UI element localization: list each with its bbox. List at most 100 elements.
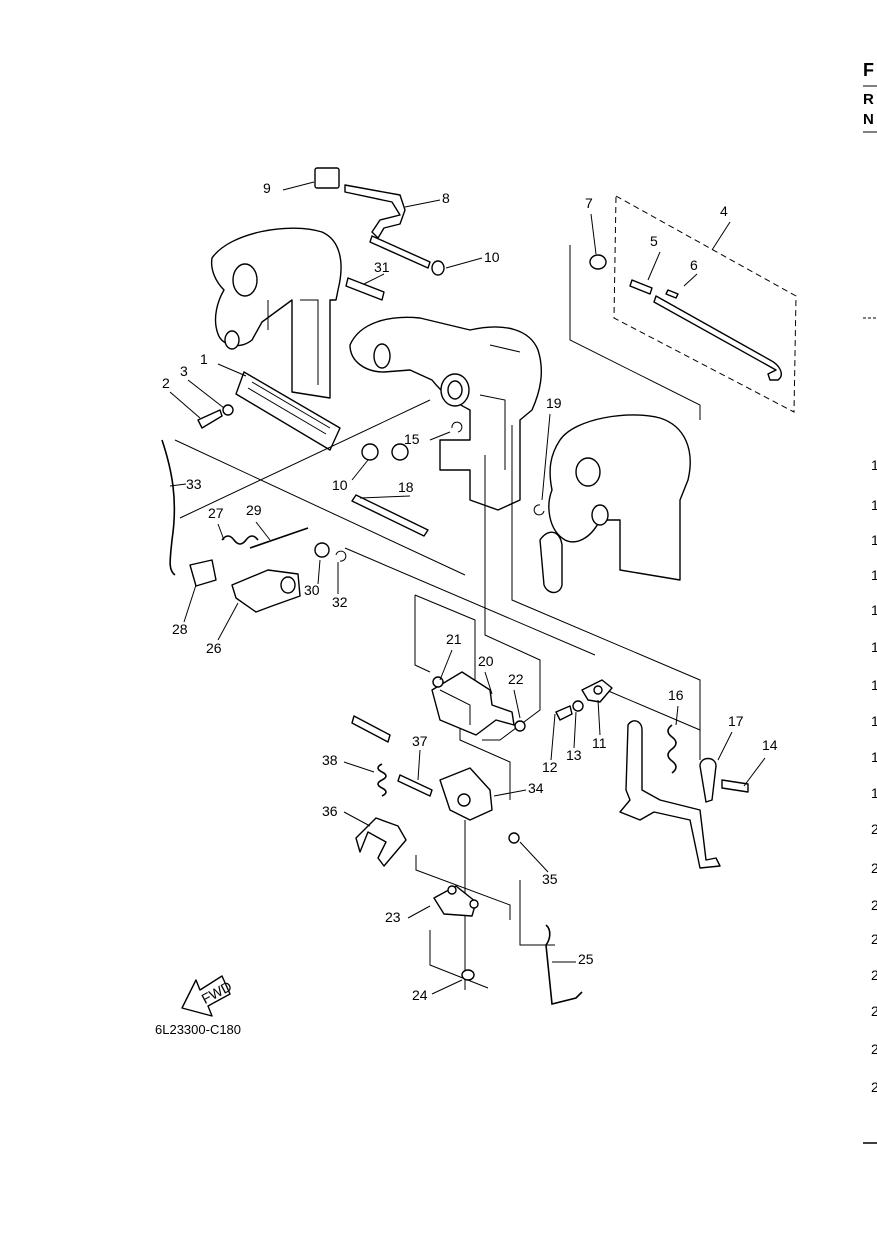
callout-leader-line (513, 689, 521, 719)
callout-label: 9 (263, 180, 271, 196)
callout-leader-line (445, 257, 483, 269)
callout-label: 10 (332, 477, 348, 493)
edge-digit: 1 (871, 749, 877, 765)
callout-label: 7 (585, 195, 593, 211)
assembly-34-36-38 (351, 715, 520, 867)
left-clamp-bracket (210, 227, 342, 399)
callout-leader-line (169, 391, 201, 419)
callout-label: 37 (412, 733, 428, 749)
callout-label: 12 (542, 759, 558, 775)
callout-label: 17 (728, 713, 744, 729)
callout-leader-line (541, 413, 551, 501)
callout-leader-line (351, 459, 369, 481)
edge-digit: 2 (871, 1079, 877, 1095)
callout-leader-line (573, 711, 577, 749)
callout-label: 16 (668, 687, 684, 703)
link-11 (555, 679, 613, 721)
callout-label: 10 (484, 249, 500, 265)
callout-leader-line (317, 559, 321, 585)
callout-label: 2 (162, 375, 170, 391)
friction-plate (235, 371, 341, 451)
edge-header-f: F (863, 60, 874, 80)
callout-leader-line (217, 523, 225, 541)
callout-leader-line (717, 731, 733, 761)
callout-label: 14 (762, 737, 778, 753)
callout-leader-line (343, 761, 375, 773)
callout-leader-line (493, 789, 527, 797)
callout-leader-line (169, 483, 187, 487)
callout-leader-line (484, 671, 493, 695)
edge-header-r: R (863, 91, 874, 108)
edge-digit: 1 (871, 677, 877, 693)
callout-leader-line (429, 431, 451, 441)
swivel-bracket (349, 316, 542, 511)
edge-digit: 2 (871, 860, 877, 876)
edge-digit: 1 (871, 713, 877, 729)
callout-leader-line (183, 584, 197, 623)
callout-leader-line (647, 251, 661, 281)
callout-leader-line (597, 699, 601, 736)
callout-leader-line (343, 811, 371, 827)
pin-18 (351, 494, 429, 537)
callout-label: 31 (374, 259, 390, 275)
callout-label: 3 (180, 363, 188, 379)
clip-19 (533, 504, 545, 516)
callout-leader-line (711, 221, 731, 251)
spring-33 (161, 439, 176, 576)
callout-leaders (169, 181, 766, 995)
callout-labels: 1234567891010111213141516171819202122232… (162, 180, 778, 1003)
callout-label: 4 (720, 203, 728, 219)
callout-label: 1 (200, 351, 208, 367)
clip-15 (451, 421, 463, 433)
callout-leader-line (404, 199, 441, 208)
edge-digit: 2 (871, 897, 877, 913)
lever-assembly-26 (189, 527, 347, 613)
callout-leader-line (675, 705, 679, 726)
edge-header-n: N (863, 111, 874, 128)
edge-digit: 2 (871, 1041, 877, 1057)
callout-label: 21 (446, 631, 462, 647)
callout-label: 24 (412, 987, 428, 1003)
callout-leader-line (683, 273, 698, 287)
callout-label: 26 (206, 640, 222, 656)
callout-label: 6 (690, 257, 698, 273)
kit-box-4 (569, 195, 797, 420)
edge-digit: 1 (871, 532, 877, 548)
callout-label: 38 (322, 752, 338, 768)
bolt-2 (197, 404, 234, 429)
callout-leader-line (217, 363, 247, 377)
callout-leader-line (439, 649, 453, 681)
tilt-pin-rod (314, 167, 445, 276)
callout-leader-line (519, 841, 549, 873)
callout-label: 11 (592, 735, 607, 751)
callout-label: 29 (246, 502, 262, 518)
callout-label: 35 (542, 871, 558, 887)
callout-label: 20 (478, 653, 494, 669)
callout-label: 18 (398, 479, 414, 495)
callout-leader-line (255, 521, 271, 541)
edge-digit: 2 (871, 967, 877, 983)
shaft-31 (345, 277, 385, 301)
callout-leader-line (431, 979, 463, 995)
edge-digit: 2 (871, 821, 877, 837)
callout-label: 34 (528, 780, 544, 796)
edge-digit: 1 (871, 457, 877, 473)
edge-digit: 1 (871, 567, 877, 583)
bushing-10a (361, 443, 379, 461)
callout-leader-line (743, 757, 766, 787)
edge-digit: 1 (871, 639, 877, 655)
edge-digit: 1 (871, 497, 877, 513)
rod-25 (545, 924, 583, 1006)
edge-digit: 1 (871, 785, 877, 801)
diagram-code: 6L23300-C180 (155, 1022, 241, 1037)
callout-label: 30 (304, 582, 320, 598)
callout-label: 5 (650, 233, 658, 249)
callout-leader-line (363, 273, 385, 285)
callout-leader-line (417, 749, 421, 781)
edge-digit: 2 (871, 1003, 877, 1019)
fwd-arrow-icon: FWD (181, 975, 234, 1017)
callout-leader-line (359, 495, 411, 499)
callout-leader-line (590, 213, 597, 255)
